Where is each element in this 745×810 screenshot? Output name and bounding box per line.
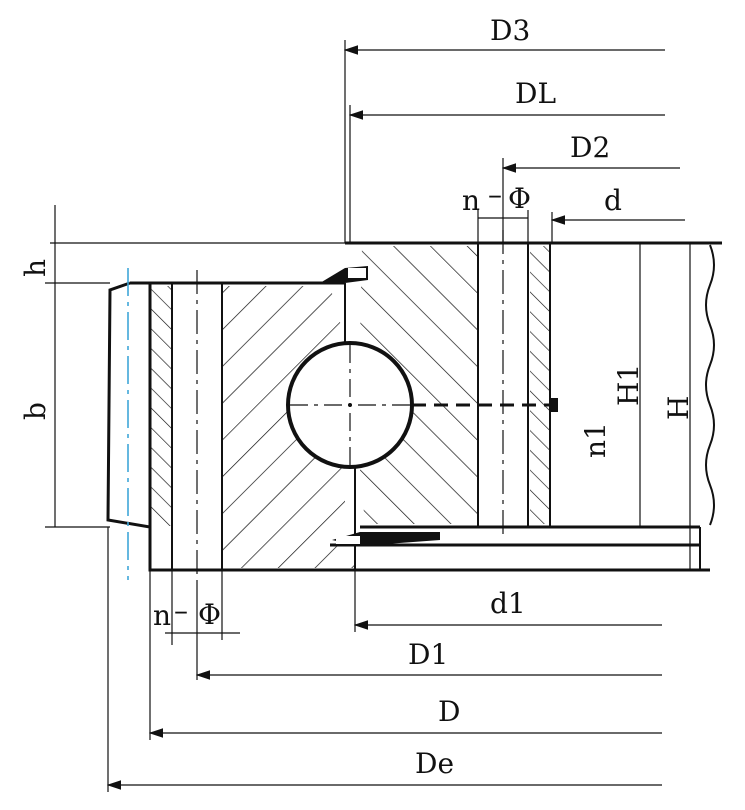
dimension-b: b [19, 282, 110, 528]
dimension-d2: D2 [501, 131, 680, 243]
dimension-dl: DL [348, 77, 665, 243]
dimension-n-phi-top: n – Φ [462, 178, 531, 243]
dimension-h: h [19, 205, 345, 283]
label-h-total: H [662, 396, 695, 420]
label-n1: n1 [579, 422, 612, 458]
label-h: h [19, 259, 52, 277]
dash-separator-bottom: – [174, 594, 188, 627]
label-h1: H1 [612, 364, 645, 406]
label-dl: DL [515, 77, 556, 110]
dimension-d-outer: D [148, 570, 662, 740]
label-d1-large: D1 [408, 638, 448, 671]
dimension-d1-large: D1 [195, 580, 662, 680]
label-n-bottom: n [153, 599, 171, 632]
label-phi-top: Φ [508, 182, 531, 215]
dimension-h-total: H [662, 243, 695, 570]
dimension-d1-small: d1 [353, 570, 662, 632]
outer-ring-hatch-strip [530, 246, 550, 524]
label-d-outer: D [438, 695, 460, 728]
dash-separator-top: – [488, 178, 502, 211]
lubrication-hole: n1 [412, 398, 612, 458]
dimension-n-phi-bottom: n – Φ [153, 570, 240, 645]
inner-ring-hatch-strip [150, 286, 172, 526]
lower-seal [332, 532, 440, 546]
dimension-d3: D3 [343, 14, 665, 243]
label-d: d [604, 184, 622, 217]
label-de: De [415, 747, 454, 780]
label-n-top: n [462, 184, 480, 217]
label-d2: D2 [570, 131, 610, 164]
upper-seal [320, 266, 368, 283]
label-d1-small: d1 [490, 587, 526, 620]
label-b: b [19, 402, 52, 420]
label-phi-bottom: Φ [198, 598, 221, 631]
dimension-h1: H1 [612, 243, 645, 527]
dimension-d: d [550, 184, 685, 243]
label-d3: D3 [490, 14, 530, 47]
base-plate [330, 527, 710, 572]
dimension-de: De [106, 527, 662, 792]
